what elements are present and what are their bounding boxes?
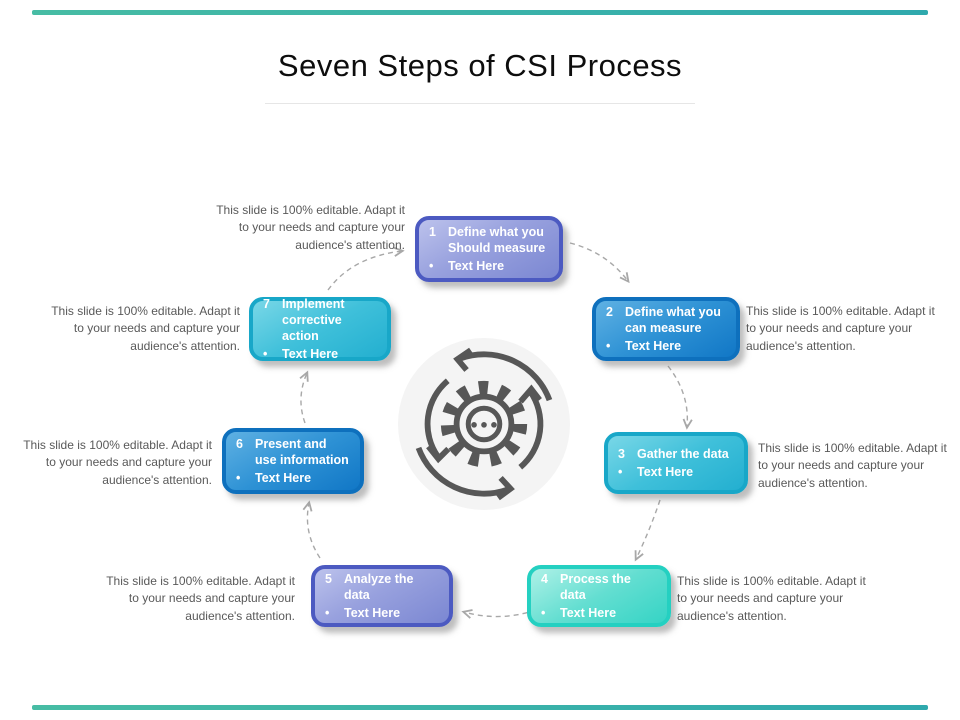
accent-bar-bottom [32, 705, 928, 710]
step-bullet-text: Text Here [282, 347, 339, 361]
connector-4-5 [461, 609, 537, 619]
step-bullet-text: Text Here [560, 606, 617, 620]
step-number: 5 [325, 572, 332, 586]
connector-3-4 [634, 499, 661, 562]
title-divider [265, 103, 695, 104]
editable-note-2: This slide is 100% editable. Adapt it to… [746, 304, 935, 353]
accent-bar-top [32, 10, 928, 15]
ellipsis-dots [471, 422, 497, 428]
editable-note-5: This slide is 100% editable. Adapt it to… [106, 574, 295, 623]
bullet-icon [618, 464, 632, 480]
step-number: 7 [263, 297, 270, 311]
step-number: 1 [429, 225, 436, 239]
editable-note-4: This slide is 100% editable. Adapt it to… [677, 574, 866, 623]
connector-6-7 [299, 370, 309, 424]
bullet-icon [429, 258, 443, 274]
step-box-5: 5 Analyze the data Text Here [311, 565, 453, 627]
step-number: 3 [618, 447, 625, 461]
bullet-icon [606, 338, 620, 354]
step-bullet-text: Text Here [448, 259, 505, 273]
connector-2-3 [667, 365, 693, 430]
bullet-icon [263, 346, 277, 362]
editable-note-3: This slide is 100% editable. Adapt it to… [758, 441, 947, 490]
step-number: 4 [541, 572, 548, 586]
connector-5-6 [302, 500, 321, 559]
step-title: Gather the data [637, 447, 729, 461]
editable-note-1: This slide is 100% editable. Adapt it to… [216, 203, 405, 252]
bullet-icon [541, 605, 555, 621]
step-number: 2 [606, 305, 613, 319]
slide-title: Seven Steps of CSI Process [277, 48, 683, 83]
step-box-3: 3 Gather the data Text Here [604, 432, 748, 494]
step-box-4: 4 Process the data Text Here [527, 565, 671, 627]
connector-1-2 [569, 242, 630, 284]
editable-note-6: This slide is 100% editable. Adapt it to… [23, 438, 212, 487]
step-bullet-text: Text Here [625, 339, 682, 353]
step-number: 6 [236, 437, 243, 451]
step-title: Analyze the data [344, 572, 414, 602]
step-bullet-text: Text Here [344, 606, 401, 620]
connector-7-1 [327, 246, 405, 291]
step-bullet-text: Text Here [255, 471, 312, 485]
gear-cycle-icon [415, 347, 553, 501]
step-title: Process the data [560, 572, 631, 602]
editable-note-7: This slide is 100% editable. Adapt it to… [51, 304, 240, 353]
bullet-icon [236, 470, 250, 486]
bullet-icon [325, 605, 339, 621]
step-bullet-text: Text Here [637, 465, 694, 479]
